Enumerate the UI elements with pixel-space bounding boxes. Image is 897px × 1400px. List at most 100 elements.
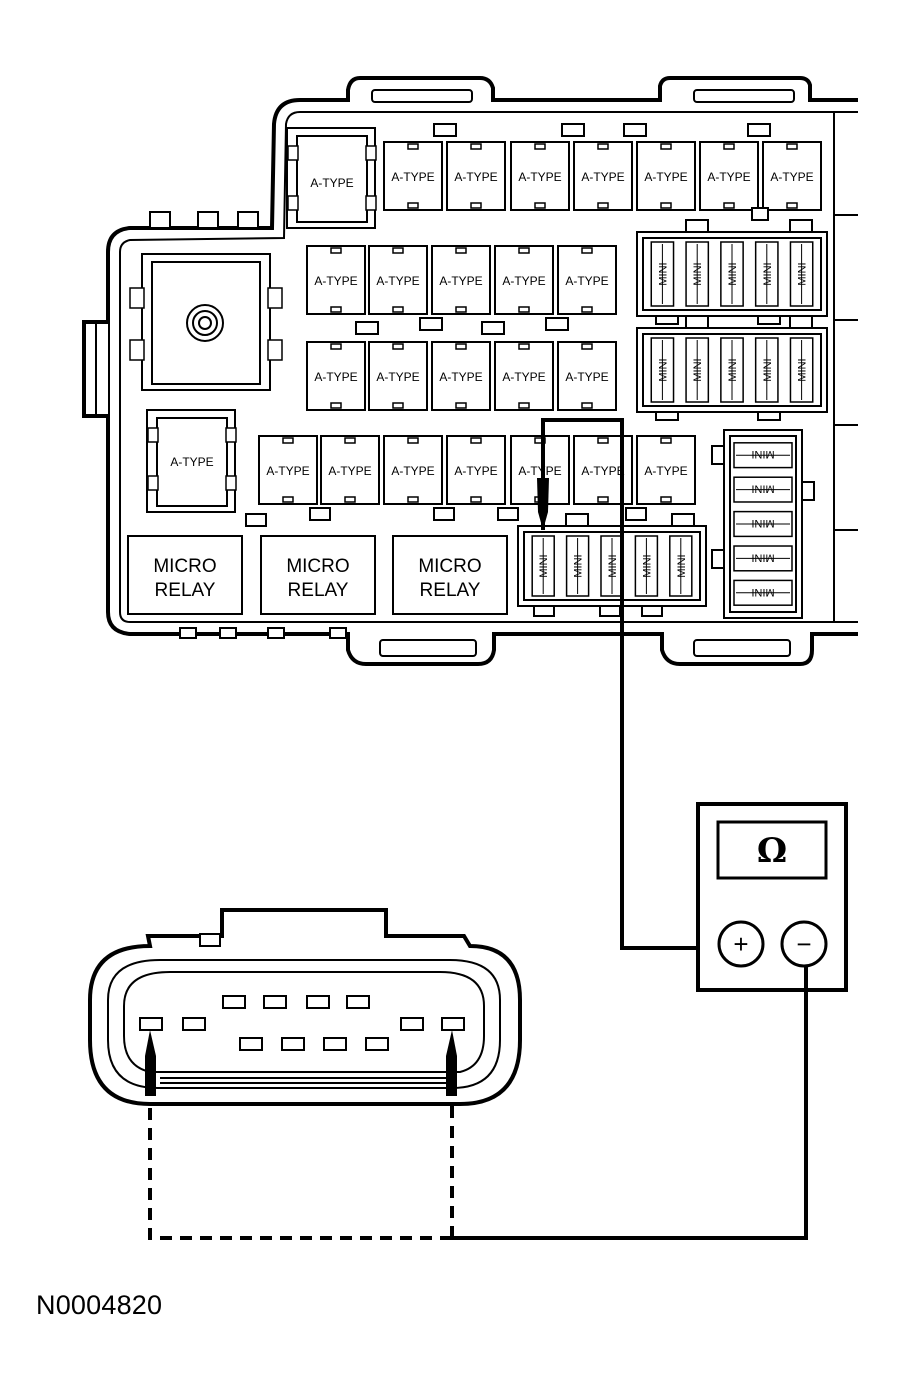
a-type-fuse-r4-4: A-TYPE <box>446 435 506 505</box>
a-type-fuse-r2-4: A-TYPE <box>494 245 554 315</box>
a-type-fuse-r1-3-label: A-TYPE <box>518 170 561 184</box>
mini-block-1-fuse-4-label: MINI <box>762 262 774 285</box>
micro-relay-2: MICRO RELAY <box>260 535 376 615</box>
a-type-fuse-r4-3-label: A-TYPE <box>391 464 434 478</box>
a-type-fuse-r1-7: A-TYPE <box>762 141 822 211</box>
a-type-fuse-r4-6-label: A-TYPE <box>581 464 624 478</box>
mini-block-1-fuse-5-label: MINI <box>797 262 809 285</box>
a-type-fuse-r3-2: A-TYPE <box>368 341 428 411</box>
connector-pin-11 <box>323 1037 347 1051</box>
relay-left-middle-label: A-TYPE <box>170 455 213 469</box>
micro-relay-1: MICRO RELAY <box>127 535 243 615</box>
positive-terminal <box>717 920 765 968</box>
a-type-fuse-r2-3-label: A-TYPE <box>439 274 482 288</box>
a-type-fuse-row-2: A-TYPE A-TYPE A-TYPE A-TYPE A-TYPE <box>306 245 617 315</box>
mini-block-2-fuse-1-label: MINI <box>657 358 669 381</box>
a-type-fuse-r1-1: A-TYPE <box>383 141 443 211</box>
a-type-fuse-r3-5: A-TYPE <box>557 341 617 411</box>
negative-terminal-symbol: − <box>796 929 811 959</box>
a-type-fuse-r4-2-label: A-TYPE <box>328 464 371 478</box>
connector-pin-7 <box>400 1017 424 1031</box>
micro-relay-3-line2: RELAY <box>420 580 481 601</box>
connector-pin-12 <box>365 1037 389 1051</box>
a-type-fuse-r4-1: A-TYPE <box>258 435 318 505</box>
connector-pins <box>139 995 465 1051</box>
connector-pin-8 <box>441 1017 465 1031</box>
a-type-fuse-r1-3: A-TYPE <box>510 141 570 211</box>
a-type-fuse-r1-6-label: A-TYPE <box>707 170 750 184</box>
a-type-fuse-r4-7-label: A-TYPE <box>644 464 687 478</box>
a-type-fuse-r4-4-label: A-TYPE <box>454 464 497 478</box>
a-type-fuse-r4-5-label: A-TYPE <box>518 464 561 478</box>
a-type-fuse-r1-5: A-TYPE <box>636 141 696 211</box>
a-type-fuse-r1-4: A-TYPE <box>573 141 633 211</box>
mini-block-4-fuse-5-label: MINI <box>751 586 774 598</box>
housing-top-latches <box>149 89 795 657</box>
mini-block-2-fuse-4-label: MINI <box>762 358 774 381</box>
mini-block-3-fuse-4-label: MINI <box>641 554 653 577</box>
wiring-connector <box>88 908 522 1106</box>
mini-block-4-fuse-2-label: MINI <box>751 483 774 495</box>
a-type-fuse-r1-1-label: A-TYPE <box>391 170 434 184</box>
jumper-wire-dashed <box>148 1096 454 1240</box>
positive-terminal-symbol: + <box>733 929 748 959</box>
a-type-fuse-r2-2-label: A-TYPE <box>376 274 419 288</box>
a-type-fuse-r1-7-label: A-TYPE <box>770 170 813 184</box>
a-type-fuse-r3-3-label: A-TYPE <box>439 370 482 384</box>
a-type-fuse-r4-2: A-TYPE <box>320 435 380 505</box>
mini-block-4-fuse-1-label: MINI <box>751 448 774 460</box>
negative-test-lead <box>452 966 808 1240</box>
a-type-fuse-r4-7: A-TYPE <box>636 435 696 505</box>
a-type-fuse-r2-1: A-TYPE <box>306 245 366 315</box>
micro-relay-1-line1: MICRO <box>153 556 216 577</box>
a-type-fuse-r2-3: A-TYPE <box>431 245 491 315</box>
relay-left-middle: A-TYPE <box>146 409 237 513</box>
a-type-fuse-row-4: A-TYPE A-TYPE A-TYPE A-TYPE A-TYPE A-TYPE A-TY… <box>258 435 696 505</box>
a-type-fuse-r4-3: A-TYPE <box>383 435 443 505</box>
a-type-fuse-r2-4-label: A-TYPE <box>502 274 545 288</box>
micro-relay-3: MICRO RELAY <box>392 535 508 615</box>
a-type-fuse-r3-4: A-TYPE <box>494 341 554 411</box>
mini-block-1-fuse-1-label: MINI <box>657 262 669 285</box>
a-type-fuse-r2-2: A-TYPE <box>368 245 428 315</box>
a-type-fuse-r2-5: A-TYPE <box>557 245 617 315</box>
micro-relay-1-line2: RELAY <box>155 580 216 601</box>
connector-probe-tips <box>145 1030 457 1096</box>
multimeter: Ω + − <box>696 802 848 992</box>
a-type-fuse-r2-5-label: A-TYPE <box>565 274 608 288</box>
a-type-fuse-r1-2-label: A-TYPE <box>454 170 497 184</box>
connector-pin-1 <box>139 1017 163 1031</box>
connector-pin-2 <box>182 1017 206 1031</box>
a-type-fuse-r2-1-label: A-TYPE <box>314 274 357 288</box>
mini-block-2-fuse-3-label: MINI <box>727 358 739 381</box>
micro-relay-2-line2: RELAY <box>288 580 349 601</box>
figure-code: N0004820 <box>36 1290 163 1320</box>
mini-block-3-fuse-1-label: MINI <box>538 554 550 577</box>
large-relay <box>129 253 283 391</box>
micro-relay-3-line1: MICRO <box>418 556 481 577</box>
mini-block-3-fuse-3-label: MINI <box>607 554 619 577</box>
mini-block-1-fuse-3-label: MINI <box>727 262 739 285</box>
micro-relay-2-line1: MICRO <box>286 556 349 577</box>
a-type-fuse-r4-1-label: A-TYPE <box>266 464 309 478</box>
a-type-fuse-r3-5-label: A-TYPE <box>565 370 608 384</box>
a-type-fuse-r3-1: A-TYPE <box>306 341 366 411</box>
a-type-fuse-r3-1-label: A-TYPE <box>314 370 357 384</box>
a-type-fuse-r3-3: A-TYPE <box>431 341 491 411</box>
a-type-fuse-row-3: A-TYPE A-TYPE A-TYPE A-TYPE A-TYPE <box>306 341 617 411</box>
mini-block-4-fuse-4-label: MINI <box>751 551 774 563</box>
connector-pin-3 <box>222 995 246 1009</box>
fuse-box-inner-outline <box>82 111 858 623</box>
mini-block-3-fuse-2-label: MINI <box>573 554 585 577</box>
connector-pin-6 <box>346 995 370 1009</box>
positive-probe-tip <box>537 478 549 530</box>
connector-pin-9 <box>239 1037 263 1051</box>
relay-top-left-label: A-TYPE <box>310 176 353 190</box>
relay-top-left: A-TYPE <box>286 127 377 229</box>
a-type-fuse-r1-5-label: A-TYPE <box>644 170 687 184</box>
